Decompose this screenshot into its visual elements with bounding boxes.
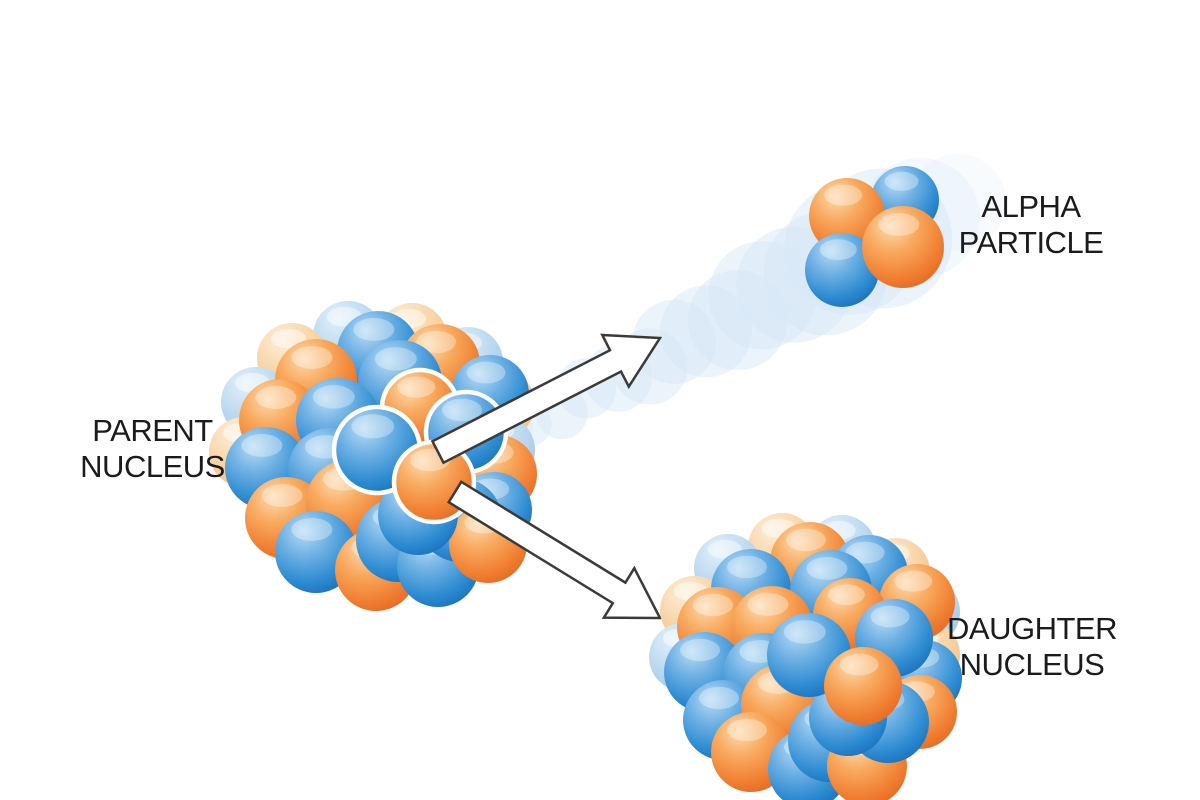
parent-nucleus-label: PARENT NUCLEUS [30,413,275,485]
proton-sphere [862,206,944,288]
daughter-nucleus-label-line1: DAUGHTER [947,611,1117,646]
alpha-particle [805,166,944,307]
daughter-nucleus [649,513,962,800]
proton-sphere [824,647,902,725]
alpha-particle-label-line2: PARTICLE [958,225,1104,260]
parent-nucleus-label-line2: NUCLEUS [80,449,225,484]
daughter-nucleus-label: DAUGHTER NUCLEUS [932,611,1132,683]
neutron-sphere [805,233,879,307]
daughter-nucleus-label-line2: NUCLEUS [959,647,1105,682]
decay-recoil-arrow [446,480,663,620]
alpha-particle-label-line1: ALPHA [981,189,1081,224]
alpha-particle-label: ALPHA PARTICLE [931,189,1131,261]
parent-nucleus-label-line1: PARENT [92,413,213,448]
alpha-emission-arrow [430,333,663,465]
